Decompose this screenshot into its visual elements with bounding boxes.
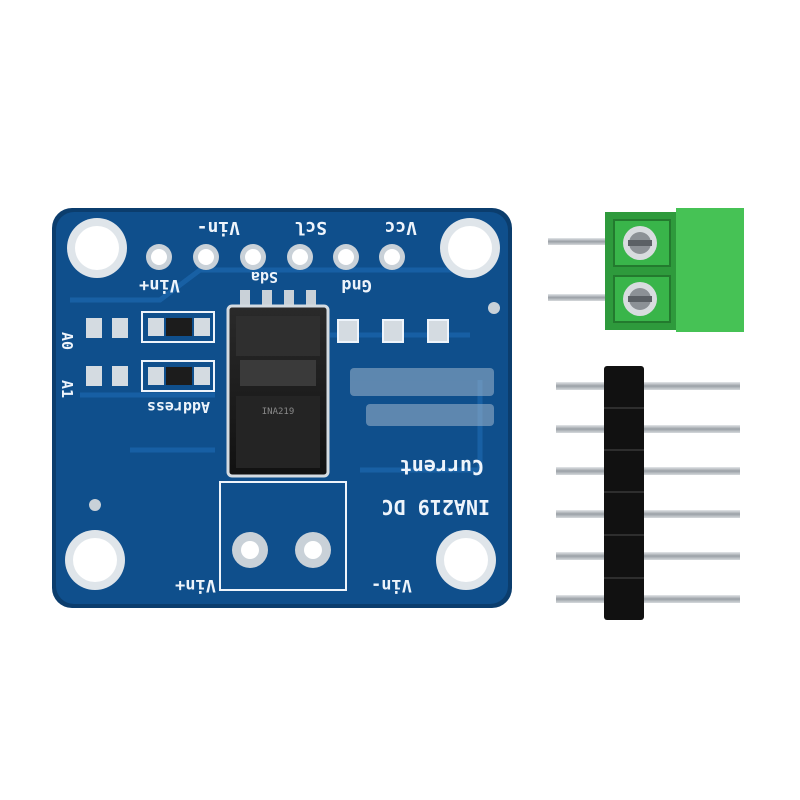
header-pin-holes [146,244,405,270]
label-bottom-vin-minus: Vin- [371,575,412,595]
ina219-chip: INA219 [226,304,330,478]
chip-marking: INA219 [262,407,295,417]
mounting-hole-top-left [67,218,127,278]
screw-terminal-block [548,208,744,332]
label-title-line1: INA219 DC [382,495,490,519]
label-bottom-vin-plus: Vin+ [175,575,216,595]
bottom-vin-pads [232,532,331,568]
mounting-hole-bottom-left [65,530,125,590]
ina219-chip-pins [240,290,316,312]
terminal-footprint-outline [219,481,347,591]
via-dot [89,499,101,511]
pin-header [556,366,740,620]
pcb-board: INA219 Vin- Scl Vcc Vin+ Sda Gnd A0 A1 A… [52,208,512,608]
label-top-scl: Scl [294,217,327,238]
via-dot [488,302,500,314]
mounting-hole-bottom-right [436,530,496,590]
mounting-hole-top-right [440,218,500,278]
label-gnd: Gnd [341,275,372,295]
label-a0: A0 [58,332,76,350]
label-address: Address [147,398,210,416]
label-a1: A1 [58,380,76,398]
blurred-marking [350,368,494,426]
label-vin-plus: Vin+ [139,275,180,295]
label-sda: Sda [251,268,278,286]
label-title-line2: Current [400,455,484,479]
address-jumpers [86,311,215,392]
label-top-vin-minus: Vin- [197,217,240,238]
smd-capacitors [337,319,449,343]
label-top-vcc: Vcc [384,217,417,238]
